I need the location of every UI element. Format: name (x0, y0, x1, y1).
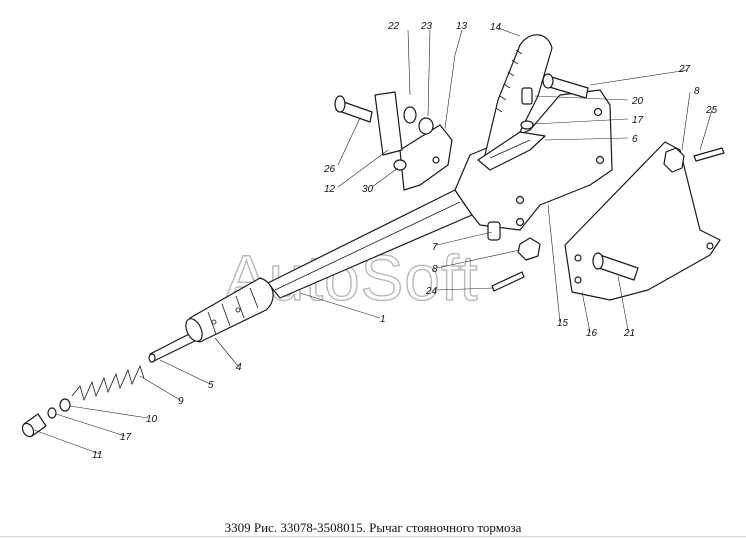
callout-5: 5 (208, 380, 214, 391)
washer-part-10 (59, 398, 71, 412)
washer-part-23 (418, 117, 434, 135)
toothed-sector-part-14 (484, 34, 553, 156)
handle-grip-part-4 (185, 277, 274, 343)
callout-8-upper: 8 (694, 86, 700, 97)
nut-part-17-lower (47, 407, 57, 419)
nut-part-8-lower (517, 237, 541, 261)
figure-caption: 3309 Рис. 33078-3508015. Рычаг стояночно… (224, 520, 522, 535)
callout-7: 7 (432, 242, 438, 253)
pin-part-26 (334, 95, 373, 123)
washer-part-22 (403, 106, 417, 124)
callout-16: 16 (586, 328, 598, 339)
callout-9: 9 (178, 396, 184, 407)
bracket-part-13 (399, 124, 453, 191)
callout-30: 30 (362, 184, 374, 195)
cotter-pin-part-25 (693, 147, 725, 162)
callout-labels: 22 23 13 14 27 20 17 6 8 25 26 12 30 7 8… (92, 21, 718, 461)
callout-1: 1 (380, 314, 386, 325)
callout-21: 21 (623, 328, 635, 339)
clip-part-12 (374, 91, 403, 156)
pawl-part-6 (477, 131, 546, 171)
bottom-divider (0, 536, 746, 537)
callout-4: 4 (236, 362, 242, 373)
callout-15: 15 (557, 318, 569, 329)
callout-25: 25 (705, 105, 718, 116)
callout-14: 14 (490, 22, 502, 33)
cap-part-11 (21, 413, 47, 438)
pin-part-7 (487, 221, 501, 241)
callout-22: 22 (387, 21, 400, 32)
callout-27: 27 (678, 64, 691, 75)
callout-12: 12 (324, 184, 336, 195)
spring-part-9 (71, 364, 145, 402)
callout-23: 23 (420, 21, 433, 32)
callout-13: 13 (456, 21, 468, 32)
cotter-pin-part-24 (491, 271, 525, 292)
bolt-part-20 (521, 87, 533, 105)
callout-17-lower: 17 (120, 432, 132, 443)
callout-8-lower: 8 (432, 264, 438, 275)
callout-10: 10 (146, 414, 158, 425)
callout-17-upper: 17 (632, 115, 644, 126)
callout-20: 20 (631, 96, 644, 107)
leader-lines (33, 27, 713, 455)
nut-part-17-upper (520, 120, 534, 130)
housing-part-15 (454, 89, 613, 231)
callout-26: 26 (323, 164, 336, 175)
bolt-part-21 (592, 252, 639, 281)
nut-part-8-upper (663, 147, 685, 173)
callout-11: 11 (92, 450, 102, 461)
callout-24: 24 (425, 286, 438, 297)
callout-6: 6 (632, 134, 638, 145)
nut-part-30 (393, 159, 407, 171)
